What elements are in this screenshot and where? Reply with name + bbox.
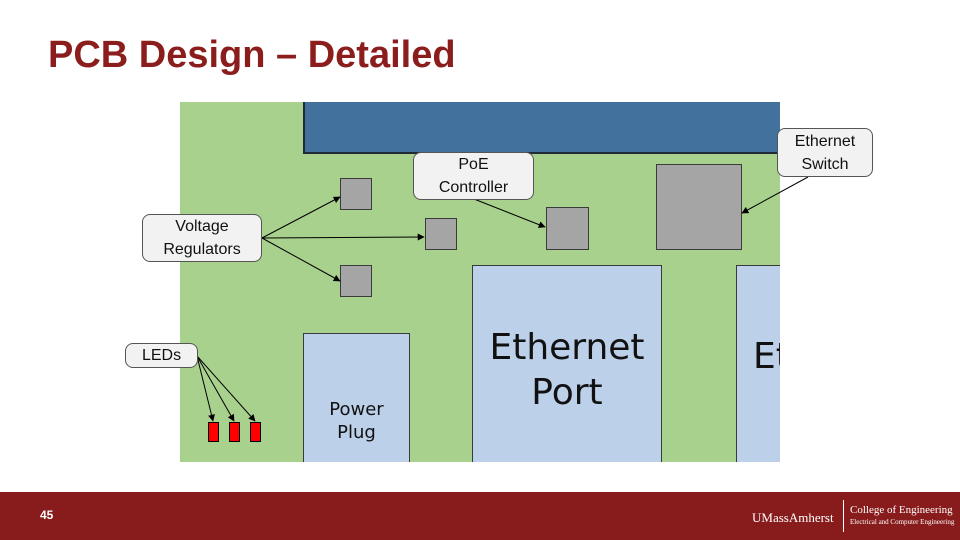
- ethernet-switch-callout-line2: Switch: [801, 155, 849, 173]
- arrow-to-poe-chip: [473, 198, 546, 228]
- ethernet-switch-callout: Ethernet Switch: [777, 128, 873, 177]
- ethernet-port-label-line1: Ethernet: [489, 327, 645, 368]
- college-logo: College of Engineering Electrical and Co…: [850, 504, 954, 528]
- arrow-to-regulator-1: [261, 196, 341, 239]
- voltage-regulator-chip-1: [340, 178, 372, 210]
- arrow-to-led-2: [196, 355, 235, 422]
- logo-divider: [843, 500, 844, 532]
- department-name: Electrical and Computer Engineering: [850, 518, 955, 526]
- ethernet-port: Ethernet Port: [472, 265, 662, 462]
- power-plug-label: Power Plug: [329, 362, 383, 445]
- voltage-regulators-callout-line1: Voltage: [175, 218, 229, 235]
- footer-bar: 45 UMassAmherst College of Engineering E…: [0, 492, 960, 540]
- leds-callout-label: LEDs: [141, 347, 182, 364]
- second-port-label: Et: [753, 335, 780, 377]
- slide-title: PCB Design – Detailed: [48, 34, 456, 76]
- arrow-to-led-3: [196, 355, 256, 422]
- leds-callout: LEDs: [125, 343, 198, 368]
- arrow-to-regulator-2: [261, 233, 425, 241]
- arrow-to-led-1: [196, 355, 215, 422]
- ethernet-port-label-line2: Port: [531, 372, 603, 413]
- led-2: [229, 422, 240, 442]
- arrow-to-regulator-3: [261, 237, 341, 282]
- voltage-regulator-chip-3: [340, 265, 372, 297]
- power-plug: Power Plug: [303, 333, 410, 462]
- university-logo-text: UMassAmherst: [752, 510, 834, 525]
- poe-controller-callout: PoE Controller: [413, 152, 534, 200]
- power-plug-label-line1: Power: [329, 398, 384, 420]
- poe-controller-callout-line1: PoE: [458, 156, 489, 173]
- led-3: [250, 422, 261, 442]
- college-name: College of Engineering: [850, 504, 953, 516]
- second-ethernet-port: Et: [736, 265, 780, 462]
- ethernet-port-label: Ethernet Port: [489, 325, 644, 415]
- top-module: [303, 102, 780, 154]
- voltage-regulators-callout-line2: Regulators: [163, 241, 241, 258]
- voltage-regulators-callout: Voltage Regulators: [142, 214, 262, 262]
- power-plug-label-line2: Plug: [337, 422, 376, 443]
- poe-controller-callout-line2: Controller: [438, 179, 509, 196]
- led-1: [208, 422, 219, 442]
- poe-controller-chip: [546, 207, 589, 250]
- ethernet-switch-callout-line1: Ethernet: [794, 132, 856, 150]
- voltage-regulator-chip-2: [425, 218, 457, 250]
- page-number: 45: [40, 508, 54, 522]
- arrow-to-switch-chip: [741, 176, 809, 214]
